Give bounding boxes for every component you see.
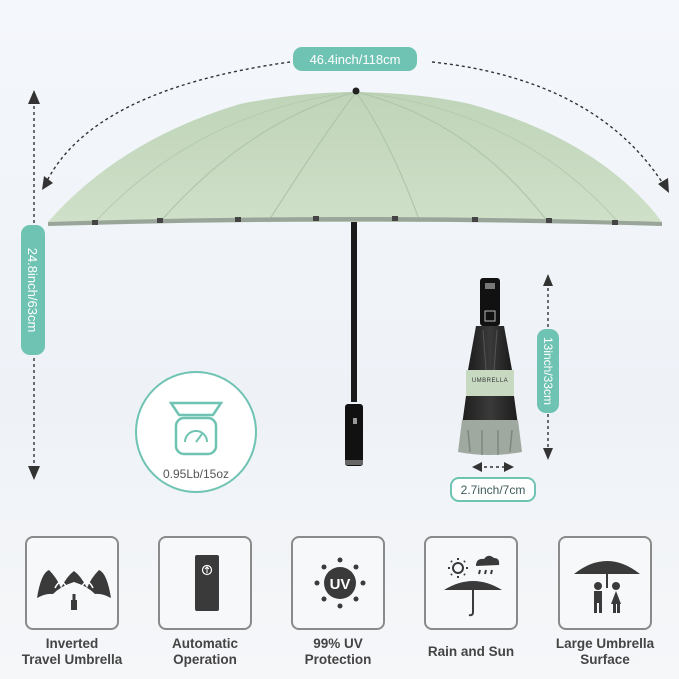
folded-diameter-dimension xyxy=(472,462,514,472)
open-umbrella-canopy xyxy=(48,87,662,226)
large-umbrella-icon xyxy=(574,561,640,613)
scale-icon xyxy=(168,401,224,456)
folded-band-text: UMBRELLA xyxy=(471,378,509,384)
feature-label-inverted: Inverted Travel Umbrella xyxy=(21,636,123,667)
svg-text:UV: UV xyxy=(330,576,351,593)
feature-rain-sun xyxy=(424,536,518,630)
feature-label-automatic: Automatic Operation xyxy=(171,636,238,667)
umbrella-shaft-handle xyxy=(345,222,363,466)
automatic-handle-icon xyxy=(195,555,219,611)
folded-length-label: 13inch/33cm xyxy=(537,329,559,413)
rain-and-sun-icon xyxy=(444,555,502,617)
weight-label: 0.95Lb/15oz xyxy=(162,467,230,481)
feature-label-large-surface: Large Umbrella Surface xyxy=(555,636,655,667)
feature-automatic xyxy=(158,536,252,630)
feature-large-surface xyxy=(558,536,652,630)
width-label: 46.4inch/118cm xyxy=(293,47,417,71)
feature-label-rain-sun: Rain and Sun xyxy=(427,644,515,659)
folded-umbrella xyxy=(458,278,522,455)
feature-inverted xyxy=(25,536,119,630)
uv-sun-icon: UV xyxy=(314,557,366,609)
inverted-umbrella-icon xyxy=(37,570,111,610)
height-label: 24.8inch/63cm xyxy=(21,225,45,355)
folded-diameter-label: 2.7inch/7cm xyxy=(450,477,536,502)
weight-badge xyxy=(135,371,257,493)
feature-label-uv: 99% UV Protection xyxy=(304,636,372,667)
width-dimension-arc xyxy=(42,61,669,193)
feature-uv: UV xyxy=(291,536,385,630)
